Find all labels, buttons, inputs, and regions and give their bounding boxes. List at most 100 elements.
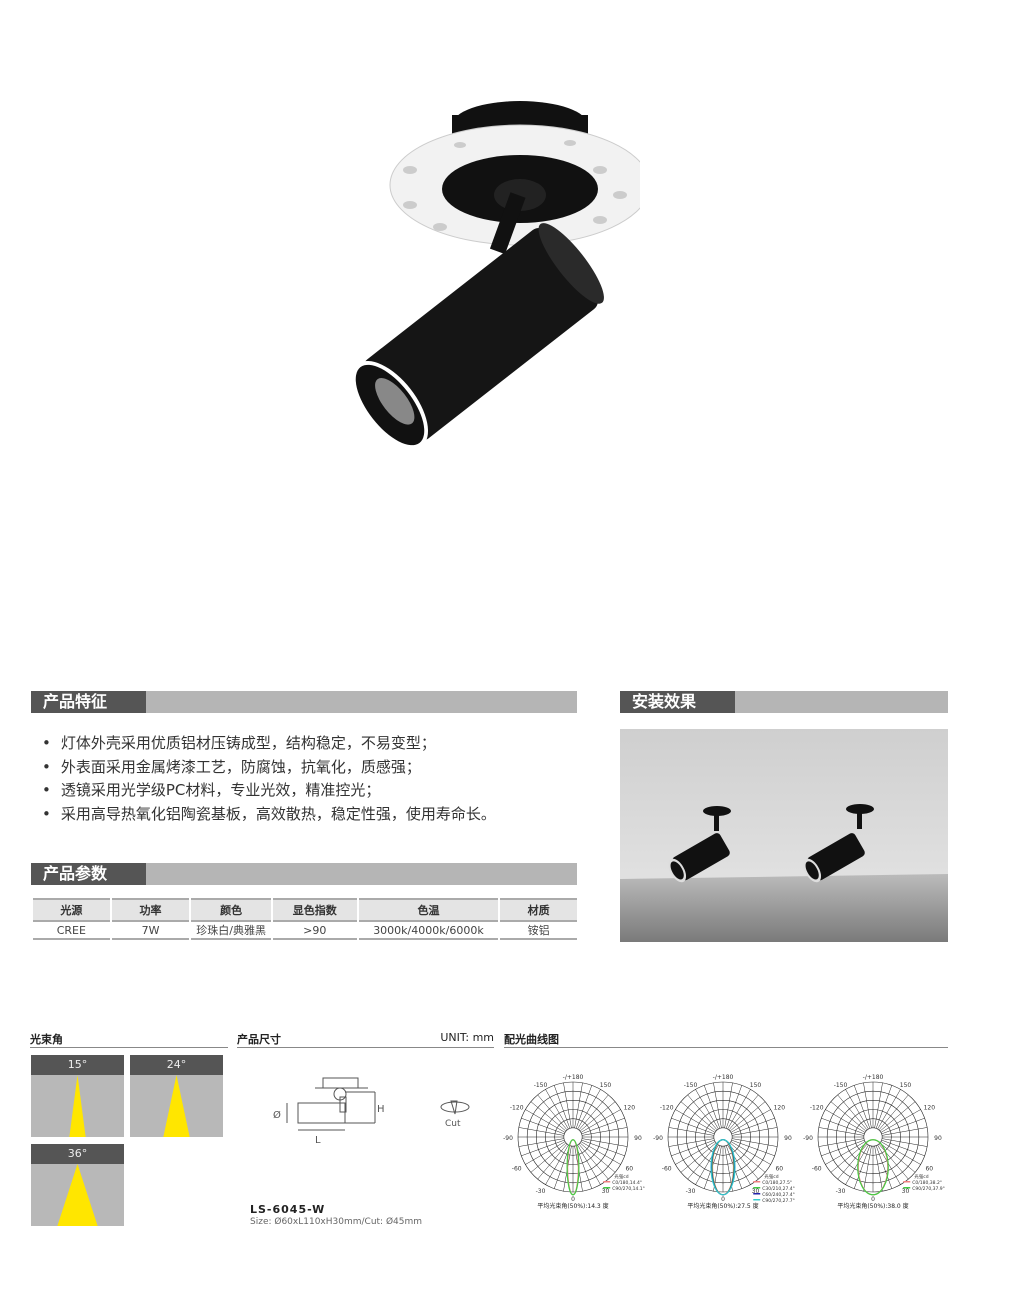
feature-item: 采用高导热氧化铝陶瓷基板，高效散热，稳定性强，使用寿命长。 — [42, 803, 496, 827]
beam-label: 15° — [31, 1055, 124, 1075]
polar-spoke — [713, 1082, 722, 1129]
polar-spoke — [874, 1082, 883, 1129]
polar-spoke — [530, 1142, 567, 1173]
polar-spoke — [731, 1138, 778, 1147]
polar-angle-label: 60 — [625, 1166, 633, 1173]
polar-spoke — [703, 1085, 721, 1129]
table-header-row: 光源 功率 颜色 显色指数 色温 材质 — [33, 898, 577, 922]
feature-item: 透镜采用光学级PC材料，专业光效，精准控光； — [42, 779, 496, 803]
polar-spoke — [818, 1127, 865, 1136]
params-table: 光源 功率 颜色 显色指数 色温 材质 CREE 7W 珍珠白/典雅黑 >90 … — [31, 898, 579, 940]
polar-spoke — [863, 1145, 872, 1192]
polar-spoke — [580, 1141, 621, 1165]
polar-spoke — [875, 1145, 893, 1189]
polar-spoke — [880, 1109, 921, 1133]
polar-angle-label: -90 — [803, 1135, 813, 1142]
polar-spoke — [680, 1101, 717, 1132]
polar-angle-label: -150 — [684, 1082, 698, 1089]
polar-angle-label: -60 — [812, 1166, 822, 1173]
unit-label: 光强cd — [764, 1173, 778, 1180]
polar-angle-label: -90 — [503, 1135, 513, 1142]
polar-spoke — [881, 1139, 925, 1157]
polar-spoke — [878, 1094, 909, 1131]
polar-spoke — [825, 1109, 866, 1133]
polar-spoke — [687, 1094, 718, 1131]
polar-ring — [863, 1127, 883, 1147]
polar-spoke — [845, 1144, 869, 1185]
beam-15: 15° — [31, 1055, 124, 1137]
feature-item: 外表面采用金属烤漆工艺，防腐蚀，抗氧化，质感强； — [42, 756, 496, 780]
legend-entry: C90/270,14.1° — [612, 1186, 645, 1192]
polar-spoke — [581, 1138, 628, 1147]
polar-angle-label: 0 — [571, 1196, 575, 1203]
model-number: LS-6045-W — [250, 1203, 326, 1216]
polar-angle-label: -150 — [834, 1082, 848, 1089]
polar-spoke — [877, 1144, 901, 1185]
product-image — [351, 101, 640, 449]
polar-angle-label: -30 — [836, 1188, 846, 1195]
value-cell: 7W — [111, 922, 190, 940]
dia-label: Ø — [273, 1109, 281, 1121]
polar-spoke — [525, 1109, 566, 1133]
header-cell: 颜色 — [191, 898, 271, 922]
polar-angle-label: 60 — [925, 1166, 933, 1173]
beam-label: 36° — [31, 1144, 124, 1164]
beam-24: 24° — [130, 1055, 223, 1137]
feature-item: 灯体外壳采用优质铝材压铸成型，结构稳定，不易变型； — [42, 732, 496, 756]
polar-spoke — [675, 1109, 716, 1133]
polar-spoke — [563, 1082, 572, 1129]
header-cell: 功率 — [111, 898, 190, 922]
unit-label: 光强cd — [614, 1173, 628, 1180]
polar-angle-label: -30 — [686, 1188, 696, 1195]
polar-angle-label: -/+180 — [863, 1074, 884, 1081]
header-cell: 材质 — [500, 898, 577, 922]
polar-angle-label: 150 — [750, 1082, 762, 1089]
polar-ring — [563, 1127, 583, 1147]
polar-spoke — [731, 1117, 775, 1135]
polar-spoke — [821, 1139, 865, 1157]
polar-spoke — [830, 1101, 867, 1132]
polar-spoke — [729, 1101, 766, 1132]
polar-spoke — [574, 1082, 583, 1129]
polar-angle-label: 90 — [634, 1135, 642, 1142]
polar-spoke — [577, 1144, 601, 1185]
polar-spoke — [553, 1085, 571, 1129]
polar-spoke — [518, 1127, 565, 1136]
beam-summary: 平均光束角(50%):27.5 度 — [687, 1202, 758, 1210]
unit-label: UNIT: mm — [440, 1031, 494, 1044]
polar-spoke — [877, 1089, 901, 1130]
polar-angle-label: -90 — [653, 1135, 663, 1142]
polar-spoke — [671, 1117, 715, 1135]
polar-curve — [710, 1139, 736, 1196]
polar-angle-label: -60 — [662, 1166, 672, 1173]
polar-angle-label: 60 — [775, 1166, 783, 1173]
table-row: CREE 7W 珍珠白/典雅黑 >90 3000k/4000k/6000k 铵铝 — [33, 922, 577, 940]
polar-spoke — [728, 1143, 759, 1180]
polar-angle-label: 150 — [600, 1082, 612, 1089]
polar-angle-label: 120 — [924, 1105, 936, 1112]
photometric-title: 配光曲线图 — [504, 1031, 948, 1048]
dimension-drawing: Ø H L Cut — [273, 1077, 470, 1146]
beam-summary: 平均光束角(50%):38.0 度 — [837, 1202, 908, 1210]
polar-spoke — [530, 1101, 567, 1132]
beam-cone-shape — [163, 1075, 190, 1137]
polar-spoke — [525, 1141, 566, 1165]
polar-spoke — [579, 1101, 616, 1132]
polar-spoke — [724, 1082, 733, 1129]
polar-spoke — [521, 1139, 565, 1157]
polar-spoke — [878, 1143, 909, 1180]
polar-spoke — [874, 1145, 883, 1192]
polar-spoke — [830, 1142, 867, 1173]
polar-spoke — [671, 1139, 715, 1157]
legend-entry: C90/270,27.7° — [762, 1198, 795, 1204]
polar-spoke — [845, 1089, 869, 1130]
polar-spoke — [581, 1127, 628, 1136]
unit-label: 光强cd — [914, 1173, 928, 1180]
polar-spoke — [695, 1089, 719, 1130]
polar-spoke — [879, 1101, 916, 1132]
polar-spoke — [725, 1085, 743, 1129]
polar-angle-label: 90 — [934, 1135, 942, 1142]
